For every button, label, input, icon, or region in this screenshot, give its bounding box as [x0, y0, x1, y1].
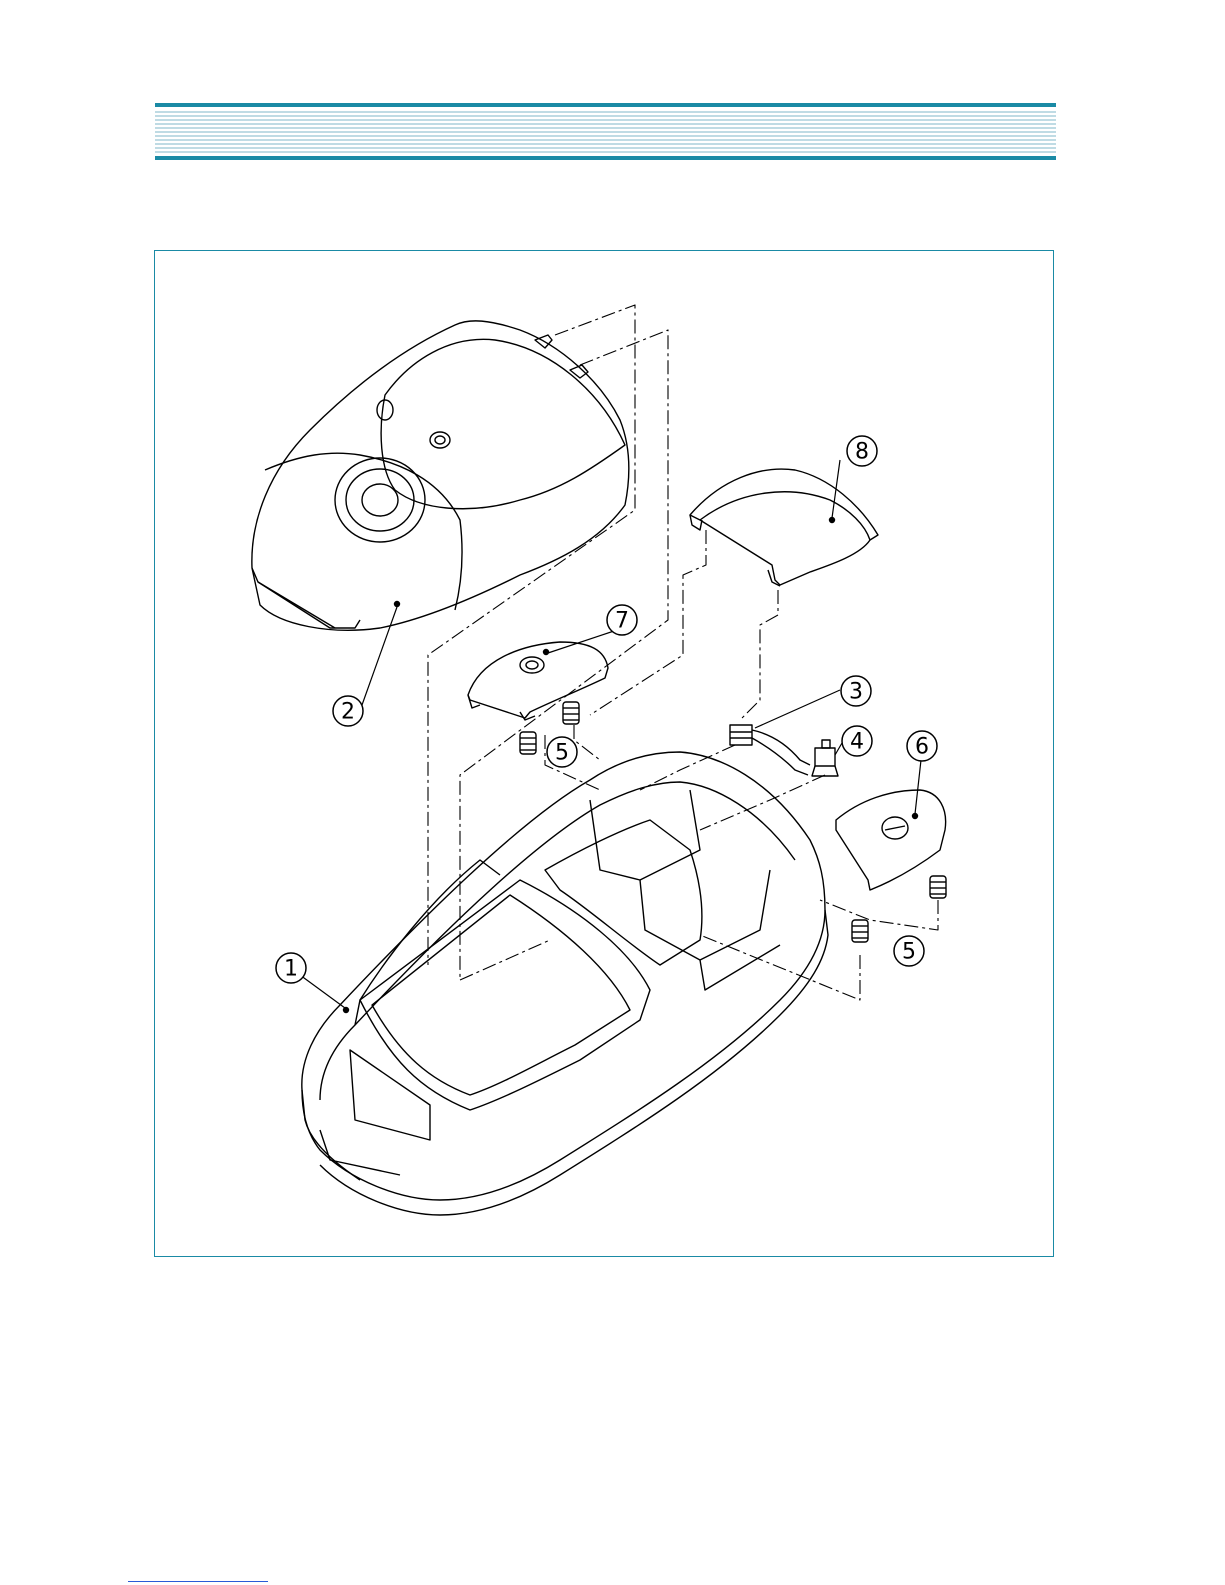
- callout-part-4: 4: [850, 730, 864, 755]
- callout-part-1: 1: [284, 957, 298, 982]
- callout-part-5a: 5: [555, 741, 569, 766]
- callout-part-3: 3: [849, 680, 863, 705]
- base-body-part: [302, 752, 828, 1215]
- callout-part-7: 7: [615, 609, 629, 634]
- callout-circles: [276, 436, 937, 983]
- callout-part-8: 8: [855, 440, 869, 465]
- switch-part: [812, 740, 838, 776]
- small-lid-part: [690, 469, 878, 586]
- right-cover-part: [836, 790, 946, 890]
- footer-rule: [128, 1581, 268, 1582]
- callout-leaders: [300, 460, 921, 1008]
- wire-harness-part: [730, 725, 810, 775]
- top-cover-part: [252, 321, 629, 630]
- callout-part-5b: 5: [902, 940, 916, 965]
- callout-part-6: 6: [915, 735, 929, 760]
- callout-part-2: 2: [341, 700, 355, 725]
- assembly-leader-lines: [428, 305, 938, 1000]
